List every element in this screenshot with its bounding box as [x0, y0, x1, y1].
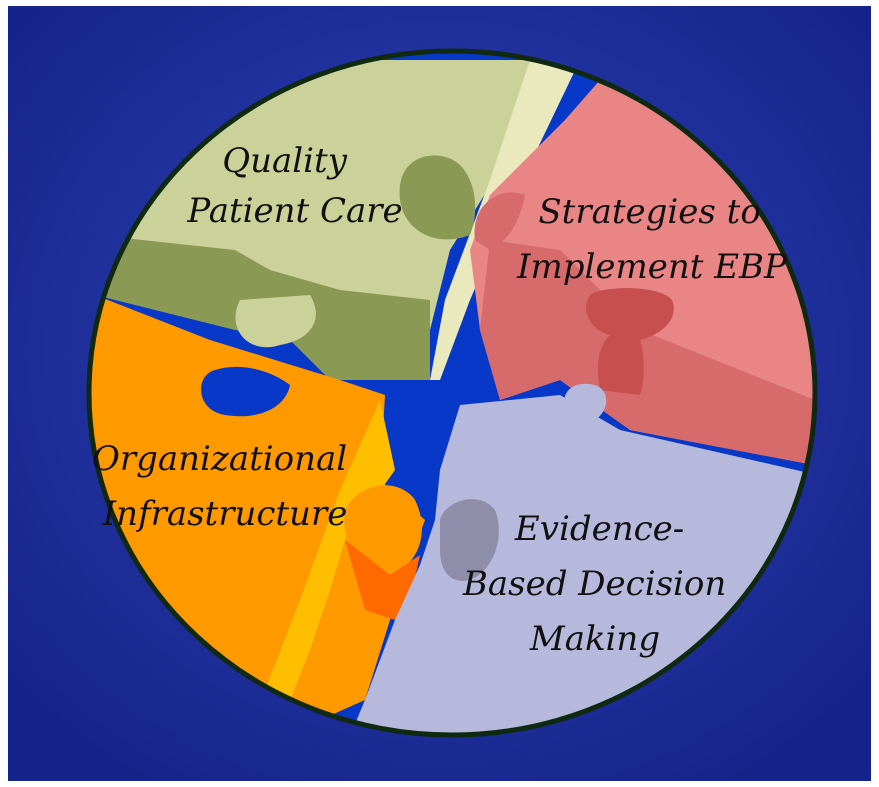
label-quality-line-2: Patient Care — [186, 191, 402, 231]
red-piece-shadow — [480, 240, 815, 470]
red-piece-slot — [586, 288, 674, 395]
lavender-piece-knob — [564, 383, 607, 420]
label-quality-line-1: Quality — [222, 141, 347, 181]
green-piece-knob — [399, 155, 476, 240]
green-piece-highlight — [430, 60, 580, 380]
label-evidence-based-decision-making: Evidence- Based Decision Making — [462, 509, 737, 659]
label-strategies-line-1: Strategies to — [538, 192, 760, 232]
orange-piece-slot — [201, 366, 290, 417]
orange-piece-dark-side — [345, 540, 420, 620]
label-evidence-line-2: Based Decision — [462, 564, 726, 604]
label-quality-patient-care: Quality Patient Care — [186, 141, 402, 231]
label-strategies-line-2: Implement EBP — [516, 247, 788, 287]
label-strategies-implement-ebp: Strategies to Implement EBP — [516, 192, 788, 287]
label-organizational-infrastructure: Organizational Infrastructure — [92, 439, 358, 534]
circle-outline — [86, 48, 818, 738]
red-piece-knob — [474, 192, 525, 250]
label-organizational-line-1: Organizational — [92, 439, 347, 479]
orange-piece-light-edge — [265, 400, 395, 700]
label-evidence-line-1: Evidence- — [514, 509, 684, 549]
label-organizational-line-2: Infrastructure — [102, 494, 348, 534]
lavender-piece-slot — [440, 499, 499, 581]
label-evidence-line-3: Making — [529, 619, 660, 659]
green-piece-tab — [235, 295, 316, 348]
orange-piece-knob — [344, 485, 422, 575]
